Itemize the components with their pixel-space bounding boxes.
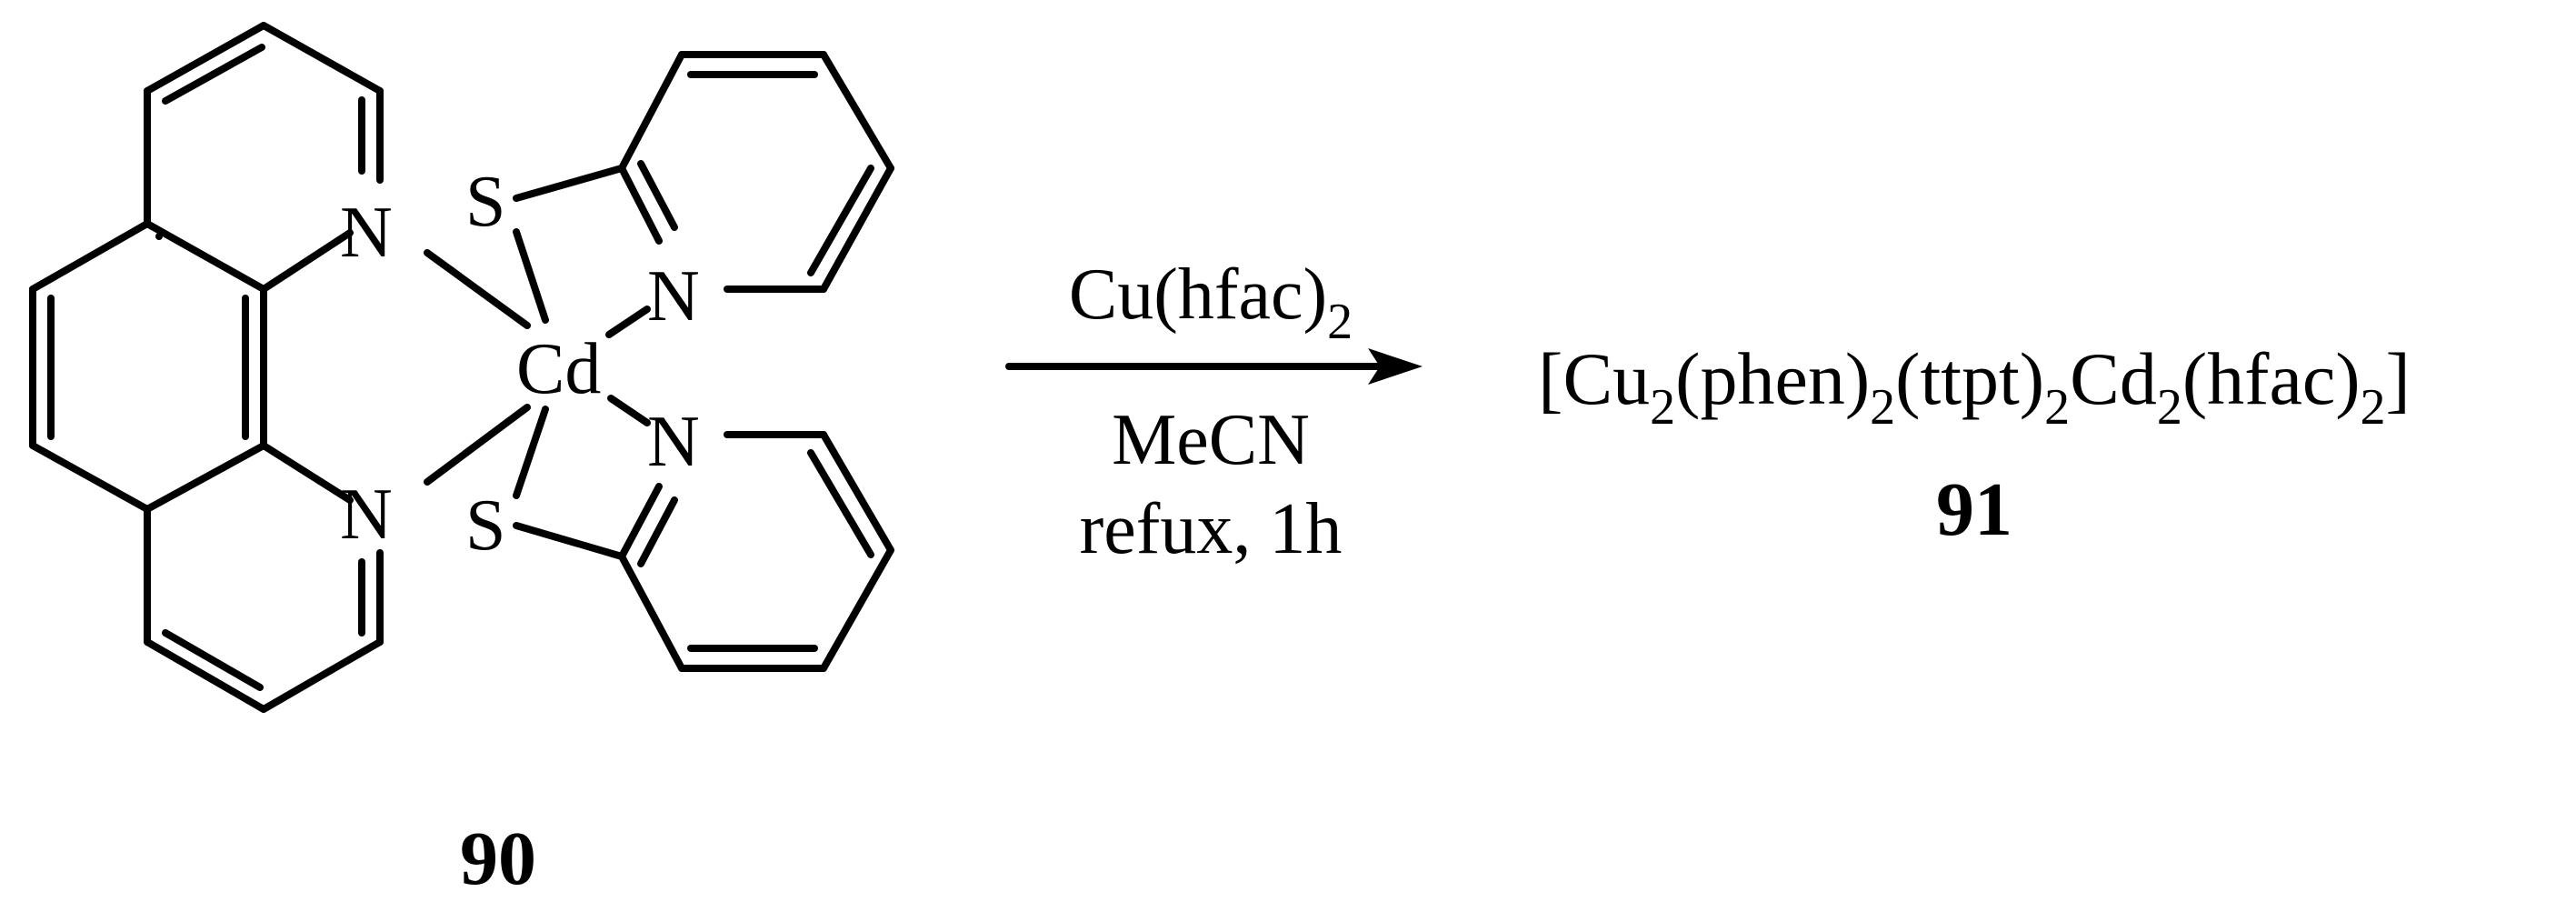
formula-part: ]	[2386, 337, 2411, 420]
compound-label-90: 90	[460, 817, 536, 901]
bond	[637, 496, 678, 567]
formula-part: (ttpt)	[1895, 337, 2044, 420]
bond	[162, 629, 264, 691]
bond	[144, 442, 267, 513]
thiopyridine-upper	[513, 51, 894, 293]
bond	[513, 165, 625, 202]
formula-subscript: 2	[2044, 379, 2070, 436]
bond	[807, 449, 874, 558]
phenanthroline-ligand	[29, 22, 384, 713]
coordination-bonds	[424, 228, 651, 499]
bond	[144, 220, 267, 293]
atom-cd: Cd	[516, 329, 601, 409]
formula-subscript: 2	[1650, 379, 1675, 436]
formula-part: Cd	[2070, 337, 2157, 420]
bond	[29, 220, 151, 293]
bond	[260, 638, 384, 713]
bond	[820, 546, 894, 672]
conditions-label: refux, 1h	[1080, 489, 1343, 569]
bond	[820, 431, 894, 554]
atom-n-py-top: N	[647, 256, 700, 336]
bond	[260, 22, 384, 95]
bond	[513, 406, 549, 499]
formula-subscript: 2	[2361, 379, 2386, 436]
bond	[424, 404, 531, 486]
thiopyridine-lower	[513, 431, 894, 672]
product-formula: [Cu2(phen)2(ttpt)2Cd2(hfac)2]	[1538, 337, 2411, 436]
bond	[637, 160, 678, 231]
bond	[618, 165, 663, 245]
solvent-label: MeCN	[1112, 400, 1310, 480]
bond	[807, 165, 874, 276]
bond	[607, 395, 651, 426]
bond	[162, 44, 265, 105]
atom-s-top: S	[465, 162, 506, 242]
reagent-label: Cu(hfac)2	[1069, 255, 1353, 350]
bond	[820, 51, 894, 172]
atom-n-phen-bottom: N	[340, 475, 393, 555]
formula-subscript: 2	[2157, 379, 2182, 436]
bond	[618, 553, 685, 672]
bond	[618, 51, 685, 172]
bond	[144, 22, 267, 95]
arrow-head	[1368, 348, 1423, 385]
reagent-subscript: 2	[1327, 294, 1353, 350]
bond	[605, 306, 651, 338]
formula-subscript: 2	[1870, 379, 1895, 436]
reaction-arrow	[1005, 348, 1423, 385]
atom-n-py-bottom: N	[647, 402, 700, 482]
bond	[618, 483, 663, 560]
atom-s-bottom: S	[465, 486, 506, 566]
bond	[260, 442, 354, 504]
formula-part: [Cu	[1538, 337, 1650, 420]
bond	[260, 229, 354, 293]
bond	[820, 165, 894, 293]
bond	[144, 638, 267, 713]
compound-label-91: 91	[1936, 467, 2012, 552]
formula-part: (hfac)	[2182, 337, 2361, 420]
bond	[29, 442, 151, 513]
bond	[513, 228, 549, 324]
formula-part: (phen)	[1675, 337, 1870, 420]
atom-n-phen-top: N	[340, 193, 393, 273]
bond	[513, 522, 625, 560]
reagent-main: Cu(hfac)	[1069, 255, 1327, 335]
bond	[424, 249, 531, 329]
